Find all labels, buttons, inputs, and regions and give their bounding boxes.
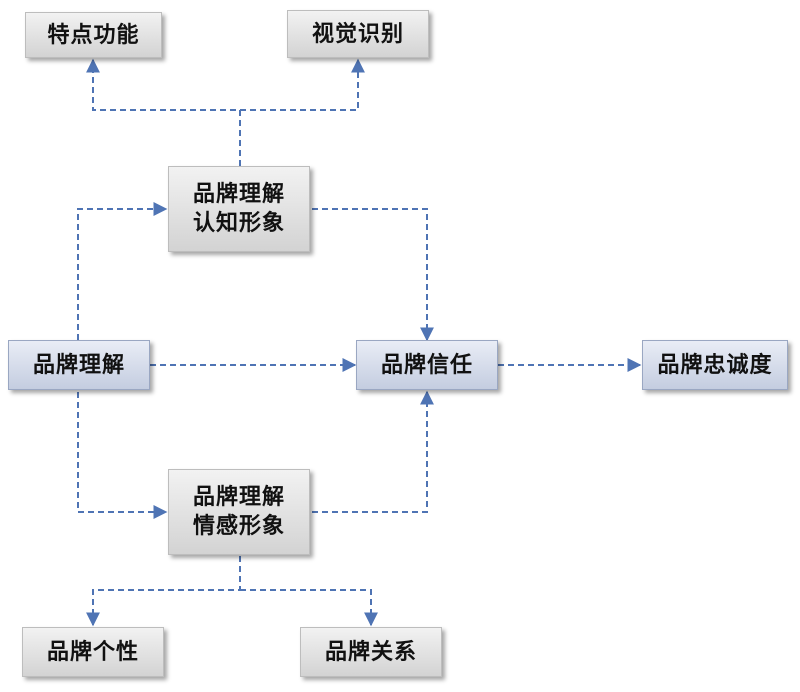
node-visual-identity: 视觉识别 bbox=[287, 10, 429, 58]
node-brand-understanding-label: 品牌理解 bbox=[32, 352, 125, 378]
node-brand-loyalty: 品牌忠诚度 bbox=[642, 340, 788, 390]
node-emotional-line2: 情感形象 bbox=[192, 514, 285, 539]
node-brand-personality: 品牌个性 bbox=[22, 627, 164, 677]
node-cognitive-image: 品牌理解 认知形象 bbox=[168, 166, 310, 252]
node-brand-relations-label: 品牌关系 bbox=[324, 639, 417, 665]
node-brand-understanding: 品牌理解 bbox=[8, 340, 150, 390]
connector-emotional-to-relations bbox=[240, 589, 378, 627]
node-brand-relations: 品牌关系 bbox=[300, 627, 442, 677]
connector-understanding-to-emotional bbox=[77, 392, 168, 519]
connector-cognitive-to-features bbox=[86, 58, 241, 166]
node-brand-personality-label: 品牌个性 bbox=[46, 639, 139, 665]
node-features: 特点功能 bbox=[25, 12, 162, 58]
connector-emotional-to-personality bbox=[86, 556, 241, 627]
node-visual-identity-label: 视觉识别 bbox=[311, 21, 404, 47]
node-cognitive-line1: 品牌理解 bbox=[192, 182, 285, 207]
node-brand-trust-label: 品牌信任 bbox=[380, 352, 473, 378]
node-features-label: 特点功能 bbox=[47, 22, 140, 48]
connector-cognitive-to-visual bbox=[240, 58, 365, 111]
connector-emotional-to-trust bbox=[312, 390, 434, 513]
node-emotional-line1: 品牌理解 bbox=[192, 485, 285, 510]
connector-understanding-to-cognitive bbox=[77, 202, 168, 340]
node-emotional-image: 品牌理解 情感形象 bbox=[168, 469, 310, 555]
node-brand-loyalty-label: 品牌忠诚度 bbox=[657, 352, 773, 378]
connector-cognitive-to-trust bbox=[312, 208, 434, 342]
node-brand-trust: 品牌信任 bbox=[356, 340, 498, 390]
node-cognitive-line2: 认知形象 bbox=[192, 211, 285, 236]
